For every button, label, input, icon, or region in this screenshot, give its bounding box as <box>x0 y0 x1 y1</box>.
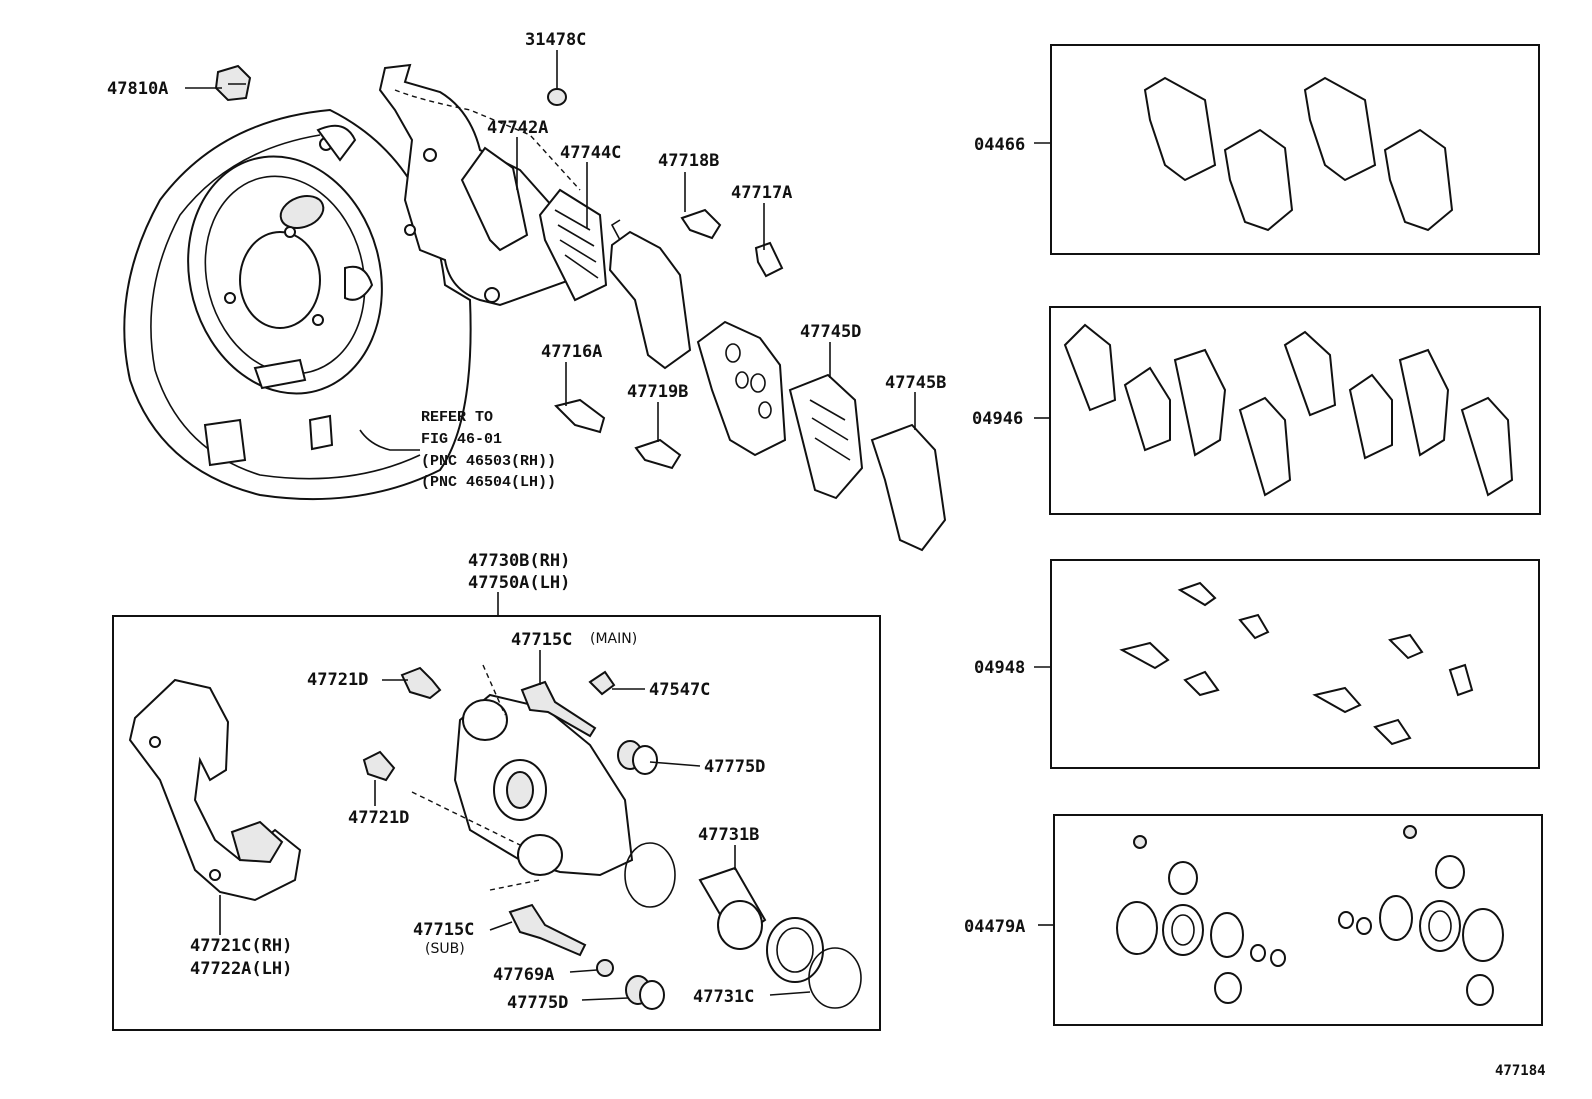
pad-right-drawing <box>696 320 787 457</box>
label-sub-note: (SUB) <box>425 941 465 957</box>
label-47730b: 47730B(RH) <box>468 551 570 571</box>
caliper-assembly-box <box>112 615 881 1031</box>
label-47731c: 47731C <box>693 987 754 1007</box>
backing-plate-drawing <box>123 108 472 501</box>
part-47716a-drawing <box>554 398 606 434</box>
label-47745b: 47745B <box>885 373 946 393</box>
part-47715c-main-drawing <box>520 680 597 738</box>
label-kit-04948: 04948 <box>974 658 1025 678</box>
label-47810a: 47810A <box>107 79 168 99</box>
label-47775d-top: 47775D <box>704 757 765 777</box>
part-47731c-drawing <box>766 917 862 1009</box>
label-47719b: 47719B <box>627 382 688 402</box>
caliper-body-drawing <box>411 664 634 891</box>
label-31478c: 31478C <box>525 30 586 50</box>
label-47775d-bottom: 47775D <box>507 993 568 1013</box>
label-kit-04479a: 04479A <box>964 917 1025 937</box>
label-47715c-main: 47715C <box>511 630 572 650</box>
part-47721d-mid-drawing <box>362 750 396 782</box>
part-47721c-drawing <box>128 678 302 902</box>
part-47769a-drawing <box>596 959 614 977</box>
part-47717a-drawing <box>754 241 784 278</box>
refer-note-line4: (PNC 46504(LH)) <box>421 474 556 491</box>
kit-04479a-box <box>1053 814 1543 1026</box>
label-47718b: 47718B <box>658 151 719 171</box>
label-47716a: 47716A <box>541 342 602 362</box>
pad-left-drawing <box>608 219 692 370</box>
part-47715c-sub-drawing <box>508 903 587 957</box>
label-47547c: 47547C <box>649 680 710 700</box>
label-47769a: 47769A <box>493 965 554 985</box>
part-47719b-drawing <box>634 438 682 470</box>
label-47722a: 47722A(LH) <box>190 959 292 979</box>
part-47745b-drawing <box>870 423 947 552</box>
refer-note-line2: FIG 46-01 <box>421 431 502 448</box>
refer-note-line1: REFER TO <box>421 409 493 426</box>
kit-04946-box <box>1049 306 1541 515</box>
figure-id: 477184 <box>1495 1063 1546 1079</box>
part-47731b-drawing <box>624 842 767 950</box>
part-47775d-top-drawing <box>617 740 658 775</box>
label-47717a: 47717A <box>731 183 792 203</box>
part-47547c-drawing <box>588 670 616 696</box>
part-47745d-drawing <box>788 373 864 500</box>
label-47742a: 47742A <box>487 118 548 138</box>
label-47731b: 47731B <box>698 825 759 845</box>
leader-lines <box>185 50 1054 1001</box>
label-47715c-sub: 47715C <box>413 920 474 940</box>
label-47745d: 47745D <box>800 322 861 342</box>
part-47810a-drawing <box>214 64 252 102</box>
kit-04466-box <box>1050 44 1540 255</box>
label-47721d-top: 47721D <box>307 670 368 690</box>
refer-note-line3: (PNC 46503(RH)) <box>421 453 556 470</box>
label-47721c: 47721C(RH) <box>190 936 292 956</box>
label-kit-04946: 04946 <box>972 409 1023 429</box>
part-47775d-bottom-drawing <box>625 975 665 1010</box>
part-47721d-top-drawing <box>400 666 442 700</box>
part-47744c-drawing <box>538 188 608 302</box>
part-31478c-drawing <box>547 88 567 106</box>
part-47718b-drawing <box>680 208 722 240</box>
label-47744c: 47744C <box>560 143 621 163</box>
label-47750a: 47750A(LH) <box>468 573 570 593</box>
label-kit-04466: 04466 <box>974 135 1025 155</box>
kit-04948-box <box>1050 559 1540 769</box>
label-main-note: (MAIN) <box>590 631 637 647</box>
part-number-labels: 31478C 47810A 47742A 47744C 47718B 47717… <box>107 30 1546 1079</box>
label-47721d-mid: 47721D <box>348 808 409 828</box>
part-47742a-drawing <box>460 146 529 252</box>
